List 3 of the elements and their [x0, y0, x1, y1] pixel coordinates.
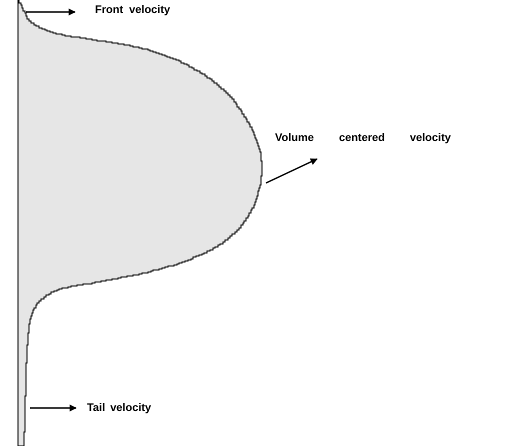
velocity-label: Front velocity	[95, 4, 170, 17]
velocity-label: Volume centered velocity	[275, 132, 451, 145]
velocity-label: Tail velocity	[87, 402, 152, 415]
